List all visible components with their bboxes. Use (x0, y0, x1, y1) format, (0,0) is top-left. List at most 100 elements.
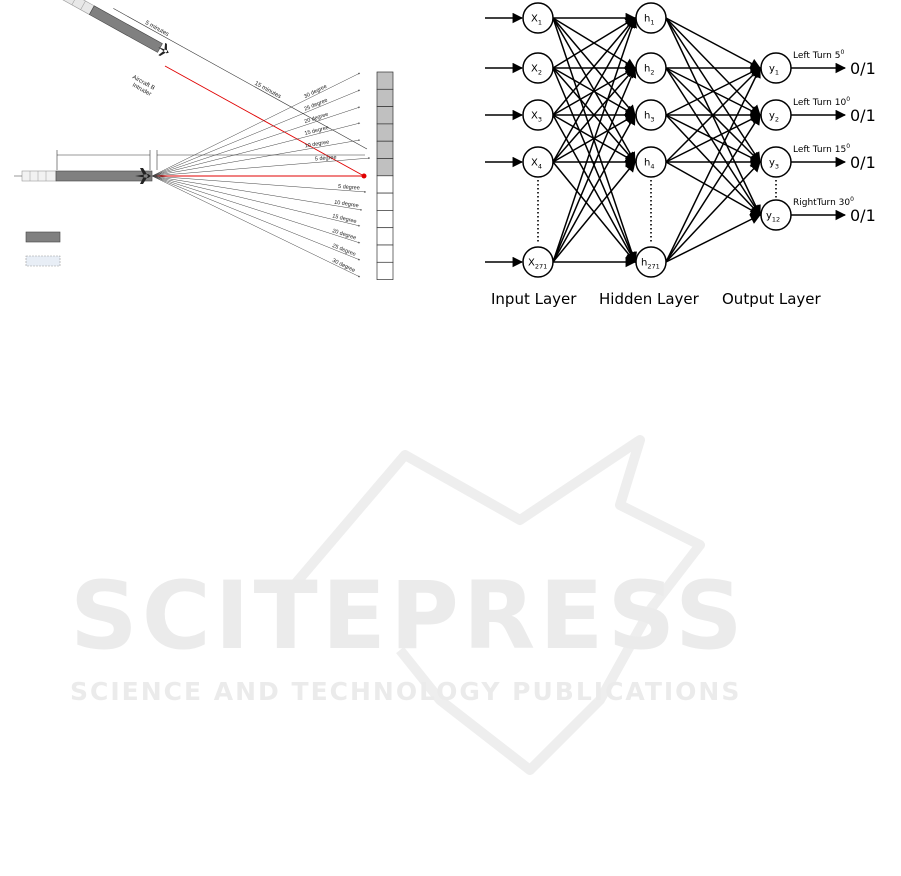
input-hidden-edge (552, 67, 637, 263)
heading-line-right (151, 175, 361, 278)
grid-cell (376, 244, 394, 263)
watermark-title: SCITEPRESS (70, 562, 747, 671)
heading-label-left: 10 degree (304, 139, 329, 149)
input-node: X271 (522, 246, 554, 278)
node-label: y1 (769, 64, 779, 77)
heading-label-left: 20 degree (304, 112, 329, 126)
heading-line-right (151, 175, 367, 193)
hidden-output-edge (665, 214, 761, 263)
watermark-book-logo (286, 435, 705, 775)
hidden-output-edge (665, 17, 761, 116)
input-node: X3 (522, 99, 554, 131)
heading-line-right (151, 175, 361, 244)
hidden-output-edge (665, 17, 761, 216)
intruder-dashed-segment (53, 0, 95, 15)
node-circle (760, 99, 792, 131)
hidden-output-edge (665, 67, 761, 263)
input-hidden-edge (552, 17, 636, 116)
heading-label-right: 5 degree (338, 184, 360, 192)
heading-line-left (151, 89, 361, 177)
heading-label-left: 5 degree (315, 155, 337, 163)
hidden-node: h271 (635, 246, 667, 278)
heading-label-left: 15 degree (304, 125, 329, 137)
heading-line-right (151, 175, 363, 211)
ownship-aircraft-icon (135, 168, 151, 184)
grid-cell (376, 210, 394, 229)
node-circle (522, 246, 554, 278)
heading-line-right (151, 175, 361, 261)
input-node: X1 (522, 2, 554, 34)
node-label: h4 (644, 158, 654, 171)
hidden-output-edge (665, 114, 761, 263)
heading-label-right: 15 degree (332, 213, 357, 225)
input-node: X2 (522, 52, 554, 84)
heading-line-left (151, 106, 361, 177)
input-hidden-edge (552, 114, 636, 263)
node-label: X2 (531, 64, 542, 77)
hidden-node: h4 (635, 146, 667, 178)
node-circle (522, 146, 554, 178)
node-label: h3 (644, 111, 654, 124)
heading-label-right: 20 degree (331, 228, 356, 241)
conflict-geometry-diagram: 5 minutes 15 minutes Aircraft B Intruder… (14, 0, 394, 280)
hidden-output-edge (665, 67, 761, 163)
network-edges (485, 12, 847, 268)
node-circle (635, 2, 667, 34)
node-label: h2 (644, 64, 654, 77)
hidden-output-edge (665, 17, 761, 69)
node-label: X4 (531, 158, 542, 171)
output-label: Left Turn 100 (793, 96, 850, 108)
input-layer-label: Input Layer (491, 290, 577, 308)
five-minute-dimension (113, 8, 184, 48)
heading-label-right: 30 degree (331, 258, 356, 274)
output-node: y1 (760, 52, 792, 84)
node-label: y12 (766, 211, 780, 224)
node-label: h271 (641, 258, 660, 271)
node-label: X1 (531, 14, 542, 27)
conflict-point (361, 173, 367, 179)
hidden-node: h3 (635, 99, 667, 131)
intruder-track: 5 minutes 15 minutes (53, 0, 368, 150)
grid-cell (376, 123, 394, 142)
input-hidden-edge (552, 17, 636, 163)
node-circle (635, 246, 667, 278)
heading-line-left (151, 139, 361, 177)
node-circle (760, 146, 792, 178)
grid-cell (376, 261, 394, 280)
node-circle (760, 52, 792, 84)
hidden-node: h2 (635, 52, 667, 84)
aircraft-b-icon (158, 42, 169, 57)
output-node: y2 (760, 99, 792, 131)
grid-cell (376, 140, 394, 159)
fifteen-minute-label: 15 minutes (253, 81, 282, 100)
ownship-dashed-segment (21, 170, 57, 182)
ownship-track (14, 150, 365, 184)
heading-line-right (151, 175, 361, 227)
heading-label-right: 25 degree (331, 243, 356, 258)
scitepress-watermark: SCITEPRESS SCIENCE AND TECHNOLOGY PUBLIC… (70, 435, 747, 775)
heading-label-right: 10 degree (334, 200, 359, 210)
output-value: 0/1 (850, 206, 876, 225)
node-label: h1 (644, 14, 654, 27)
input-hidden-edge (552, 67, 636, 163)
output-value: 0/1 (850, 106, 876, 125)
node-label: y2 (769, 111, 779, 124)
grid-cell (376, 71, 394, 90)
grid-cell (376, 88, 394, 107)
output-node: y3 (760, 146, 792, 178)
node-circle (760, 199, 792, 231)
node-circle (522, 2, 554, 34)
hidden-output-edge (665, 17, 761, 163)
output-node: y12 (760, 199, 792, 231)
node-circle (635, 52, 667, 84)
hidden-output-edge (665, 67, 761, 216)
heading-line-left (151, 72, 361, 177)
output-value: 0/1 (850, 59, 876, 78)
hidden-output-edge (665, 67, 761, 116)
node-label: y3 (769, 158, 779, 171)
node-label: X3 (531, 111, 542, 124)
input-node: X4 (522, 146, 554, 178)
